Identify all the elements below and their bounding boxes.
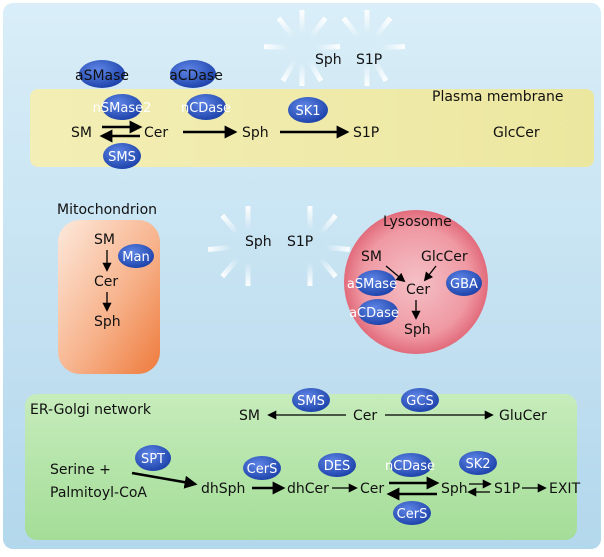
sms-er-enzyme: SMS [292,388,330,412]
sms-pm-label: SMS [108,150,136,165]
cers-top-label: CerS [247,462,278,477]
sk2-label: SK2 [465,457,490,472]
cers-bottom-label: CerS [397,507,428,522]
acdase-label: aCDase [169,68,223,84]
sms-er-label: SMS [297,394,325,409]
er-sm: SM [239,408,260,424]
lyso-glccer: GlcCer [421,249,468,265]
lyso-sph: Sph [404,322,431,338]
spt-label: SPT [141,452,165,467]
acdase-enzyme: aCDase [169,60,223,88]
man-label: Man [122,250,149,265]
pm-sm: SM [71,125,92,141]
er-dhcer: dhCer [287,481,329,497]
acdase-lyso-enzyme: aCDase [349,299,399,325]
asmase-lyso-enzyme: aSMase [347,270,397,296]
mito-sm: SM [94,232,115,248]
sk2-enzyme: SK2 [459,451,497,475]
arrow-lyso-glccer-to-cer [423,265,437,282]
asmase-lyso-label: aSMase [347,277,397,292]
cers-bottom-enzyme: CerS [393,501,431,525]
lysosome-region: Lysosome SM GlcCer Cer Sph aSMase GBA aC… [344,210,488,354]
extracellular-receptors-middle: Sph S1P [207,206,351,286]
er-golgi-label: ER-Golgi network [30,402,152,418]
sms-pm-enzyme: SMS [103,143,141,169]
gba-label: GBA [450,277,478,292]
pm-s1p: S1P [353,125,379,141]
sk1-label: SK1 [295,104,320,119]
gcs-enzyme: GCS [401,388,439,412]
des-label: DES [324,459,350,474]
asmase-enzyme: aSMase [75,60,129,88]
extracellular-s1p-middle: S1P [287,234,313,250]
er-serine: Serine + [50,462,111,478]
ncdase-er-enzyme: nCDase [385,453,435,477]
mitochondrion-region: Mitochondrion SM Cer Sph Man [57,202,160,374]
pm-cer: Cer [144,125,168,141]
er-glucer: GluCer [499,408,547,424]
cers-top-enzyme: CerS [243,456,281,480]
asmase-label: aSMase [75,68,129,84]
man-enzyme: Man [118,244,154,268]
plasma-membrane-region: Plasma membrane aSMase aCDase nSMase2 nC… [30,60,594,169]
des-enzyme: DES [318,453,356,477]
er-cer-bottom: Cer [360,481,384,497]
arrow-lyso-sm-to-cer [385,265,406,283]
extracellular-receptors-top: Sph S1P [263,10,406,86]
mito-cer: Cer [94,274,118,290]
mitochondrion-label: Mitochondrion [57,202,157,218]
arrow-serine-to-dhsph [131,471,198,489]
er-exit: EXIT [549,481,581,497]
ncdase-pm-label: nCDase [181,101,231,116]
er-s1p: S1P [494,481,520,497]
er-golgi-region: ER-Golgi network SM Cer GluCer SMS GCS S… [25,388,581,540]
gcs-label: GCS [406,394,433,409]
er-dhsph: dhSph [201,481,245,497]
gba-enzyme: GBA [446,270,482,296]
nsmase2-label: nSMase2 [93,101,152,116]
acdase-lyso-label: aCDase [349,306,399,321]
extracellular-sph-middle: Sph [245,234,272,250]
plasma-membrane-label: Plasma membrane [432,89,563,105]
extracellular-sph-top: Sph [315,52,342,68]
lyso-cer: Cer [406,282,430,298]
ncdase-er-label: nCDase [385,459,435,474]
er-sph: Sph [441,481,468,497]
lysosome-label: Lysosome [383,214,452,230]
nsmase2-enzyme: nSMase2 [93,94,152,120]
extracellular-s1p-top: S1P [356,52,382,68]
pm-sph: Sph [242,125,269,141]
mito-sph: Sph [94,314,121,330]
er-cer-top: Cer [353,408,377,424]
ncdase-pm-enzyme: nCDase [181,94,231,120]
er-palmitoyl-coa: Palmitoyl-CoA [50,485,147,501]
spt-enzyme: SPT [135,445,171,471]
sk1-enzyme: SK1 [288,97,328,123]
lyso-sm: SM [361,249,382,265]
pm-glccer: GlcCer [493,125,540,141]
